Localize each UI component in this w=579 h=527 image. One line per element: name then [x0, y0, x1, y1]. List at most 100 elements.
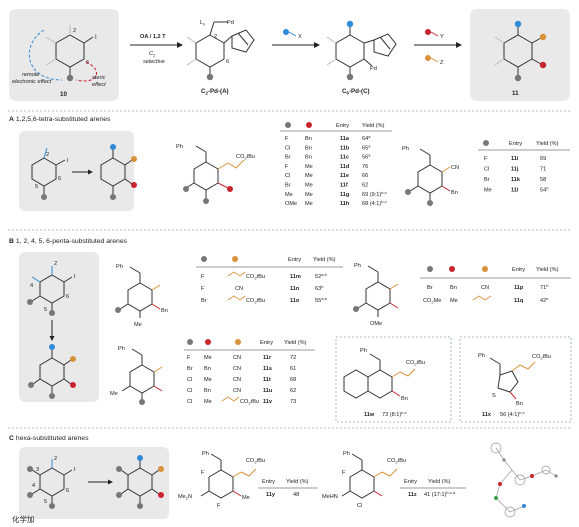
- b-struct2-ome: OMe: [370, 321, 382, 327]
- yield-cell: 62: [362, 183, 368, 189]
- table-cell: Cl: [187, 399, 192, 405]
- y-f-bot: F: [217, 503, 221, 509]
- gray-dot: [187, 339, 193, 345]
- arrow1-c2-label: C2: [149, 51, 156, 58]
- steric-label-2: effect: [92, 82, 106, 88]
- section-b-product: [32, 350, 72, 393]
- b-struct-3: [121, 348, 163, 400]
- table-cell: F: [285, 136, 289, 142]
- blue-dot: [514, 20, 522, 28]
- remote-arc: [28, 29, 63, 81]
- yield-cell: 65a: [362, 143, 371, 151]
- steric-arc: [75, 61, 98, 82]
- table-cell: Me: [450, 298, 458, 304]
- steric-label-1: steric: [92, 75, 106, 81]
- gray-dot: [41, 194, 47, 200]
- entry-cell: 11b: [340, 145, 350, 151]
- yield-cell: 66: [362, 173, 368, 179]
- table-cell: Me: [305, 173, 313, 179]
- a-struct1-ester: CO2tBu: [236, 154, 255, 161]
- gray-dot: [183, 186, 189, 192]
- section-c-sm: [31, 459, 73, 504]
- entry-cell: 11s: [263, 366, 272, 372]
- yield-cell: 56a: [362, 153, 371, 161]
- arrow-3-head: [456, 42, 462, 48]
- pd-a-pos2: 2: [214, 34, 217, 40]
- orange-dot: [235, 339, 241, 345]
- gray-dot: [427, 200, 433, 206]
- b-t1-h2: Yield (%): [313, 257, 336, 263]
- red-dot: [158, 492, 164, 498]
- orange-dot: [425, 55, 431, 61]
- red-dot: [425, 29, 431, 35]
- table-cell: Me: [285, 192, 293, 198]
- b-struct3-ph: Ph: [118, 346, 125, 352]
- substrate-box: [9, 9, 119, 101]
- x-entry: 11x: [482, 412, 492, 418]
- gray-dot: [353, 306, 359, 312]
- w-ester: CO2tBu: [406, 360, 425, 367]
- entry-cell: 11a: [340, 136, 350, 142]
- table-cell-ester: CO2tBu: [240, 399, 259, 406]
- y-h2: Yield (%): [286, 479, 309, 485]
- entry-cell: 11q: [514, 298, 524, 304]
- table-cell: Br: [285, 155, 291, 161]
- pd-c-structure: [326, 25, 397, 76]
- b-sm-pos2: 2: [54, 261, 57, 267]
- entry-cell: 11h: [340, 201, 350, 207]
- yield-cell: 71b: [540, 283, 549, 291]
- gray-dot: [27, 466, 33, 472]
- blue-dot: [346, 20, 354, 28]
- a-sm-pos6: 6: [58, 176, 61, 182]
- y-f-top: F: [201, 470, 205, 476]
- entry-cell: 11i: [511, 156, 519, 162]
- header-scheme: I 2 6 remote electronic effect steric ef…: [9, 9, 570, 101]
- gray-dot: [201, 256, 207, 262]
- w-ph: Ph: [360, 348, 367, 354]
- b-struct1-ph: Ph: [116, 264, 123, 270]
- entry-cell: 11f: [340, 183, 348, 189]
- yield-cell: 68: [290, 377, 296, 383]
- x-ph: Ph: [478, 353, 485, 359]
- yield-cell: 62: [290, 388, 296, 394]
- table-cell: Cl: [285, 173, 290, 179]
- a-sm-pos2: 2: [46, 152, 49, 158]
- x-bn: Bn: [516, 401, 523, 407]
- a-t2-h2: Yield (%): [536, 141, 559, 147]
- table-cell: F: [285, 164, 289, 170]
- b-sm-pos6: 6: [66, 294, 69, 300]
- entry-cell: 11p: [514, 285, 524, 291]
- product-11: [494, 26, 542, 76]
- b-sm-pos4: 4: [30, 283, 33, 289]
- table-cell: Bn: [305, 155, 312, 161]
- x-yield: 56 (4:1)b,c: [500, 410, 525, 418]
- b-arrow-head: [49, 336, 55, 341]
- z-yield: 41 (17:1)b,c,d: [424, 490, 455, 498]
- b-t2-h1: Entry: [512, 267, 525, 273]
- pd-a-label: C2-Pd-(A): [201, 88, 229, 96]
- table-cell: F: [201, 274, 205, 280]
- arrow-1-head: [177, 42, 183, 48]
- struct-11y: [200, 453, 257, 499]
- y-ph: Ph: [202, 451, 209, 457]
- gray-dot: [115, 307, 121, 313]
- gray-dot: [28, 382, 34, 388]
- table-cell: Cl: [187, 388, 192, 394]
- red-dot: [227, 186, 233, 192]
- pd-a-pos6: 6: [226, 59, 229, 65]
- a-sm-pos5: 5: [35, 184, 38, 190]
- section-c-box: [19, 447, 169, 519]
- yield-cell: 69: [540, 156, 546, 162]
- yield-cell: 71: [540, 167, 546, 173]
- b-t3-h1: Entry: [260, 340, 273, 346]
- a-t2-h1: Entry: [509, 141, 522, 147]
- orange-dot: [131, 156, 137, 162]
- pd-a-structure: [186, 21, 255, 76]
- entry-cell: 11c: [340, 155, 349, 161]
- yield-cell: 73: [290, 399, 296, 405]
- gray-dot: [66, 74, 74, 82]
